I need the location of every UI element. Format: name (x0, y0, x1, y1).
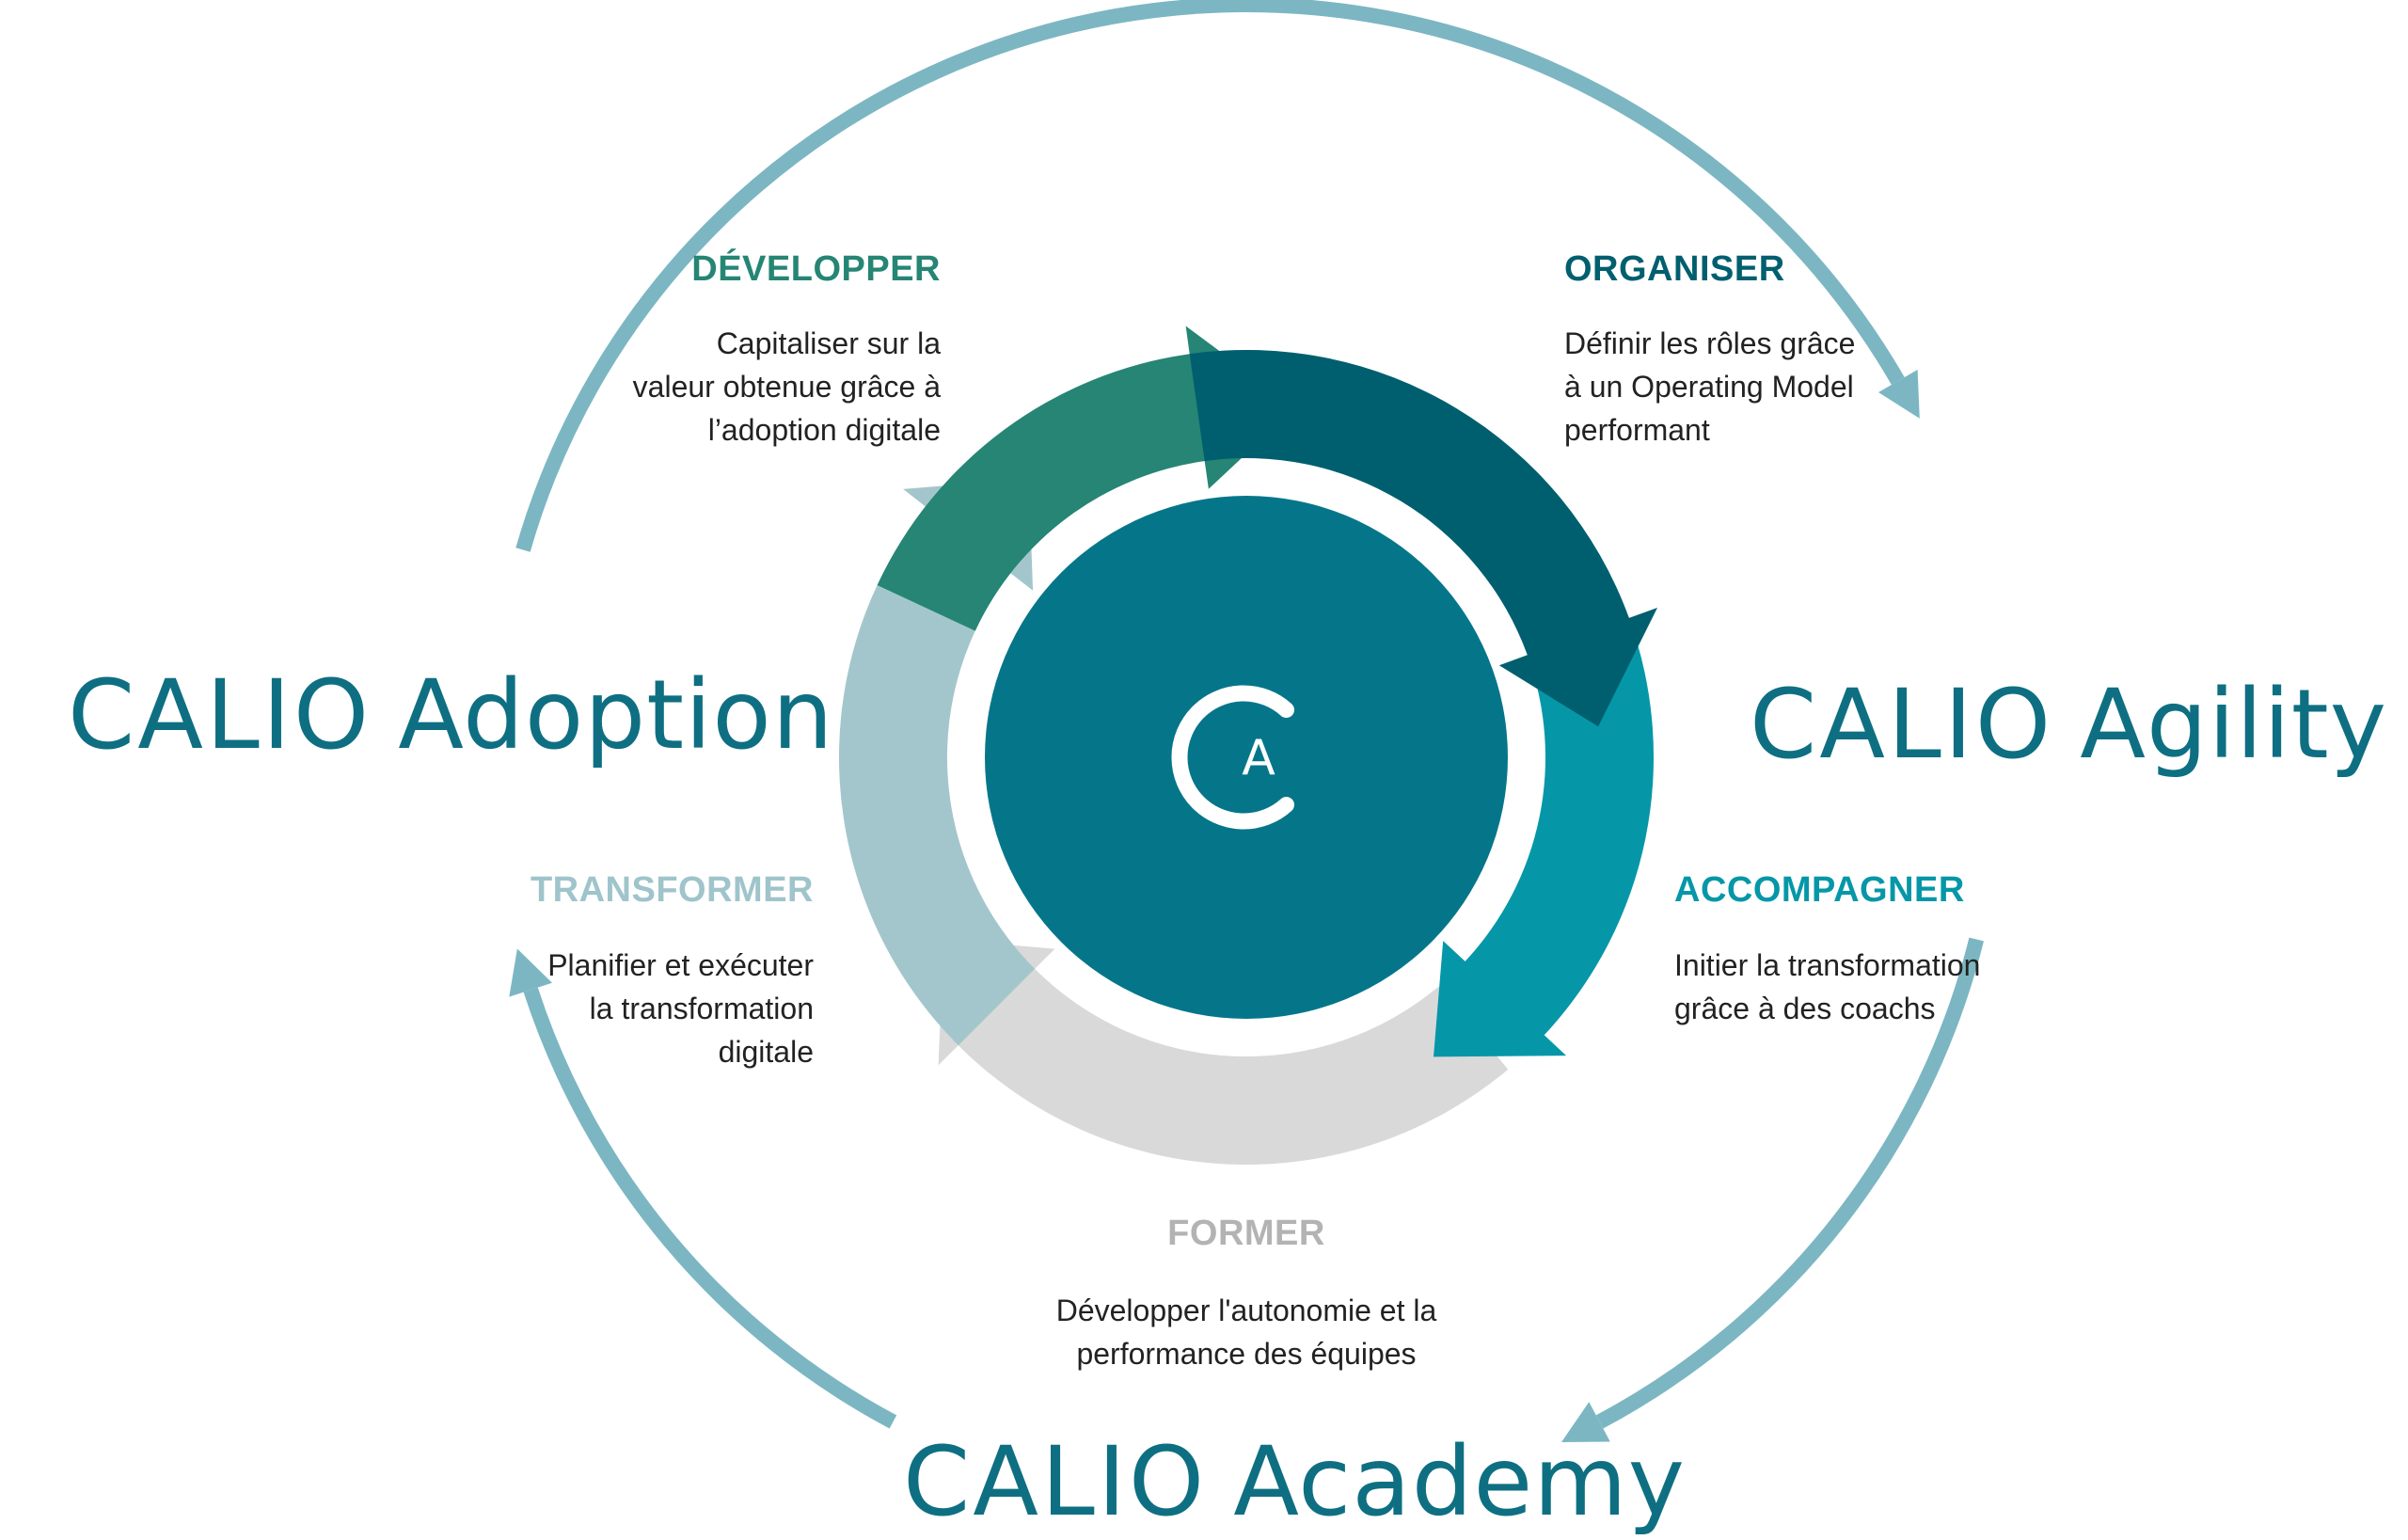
brand-calio-word: CALIO (903, 1426, 1208, 1538)
desc-line: Initier la transformation (1674, 948, 1981, 982)
step-title-organiser: ORGANISER (1564, 249, 1785, 289)
step-title-former: FORMER (1167, 1214, 1325, 1253)
brand-academy-word: Academy (1233, 1426, 1686, 1538)
brand-adoption-word: Adoption (398, 659, 834, 771)
desc-line: Définir les rôles grâce (1564, 326, 1856, 360)
brand-agility-word: Agility (2080, 669, 2388, 781)
cycle-arrow-developper (877, 325, 1296, 631)
desc-line: performance des équipes (1076, 1337, 1417, 1371)
outer-arrowhead-left (509, 948, 552, 997)
cycle-arrow-organiser (1189, 349, 1657, 727)
outer-arc-left (523, 987, 897, 1429)
desc-line: performant (1564, 413, 1710, 447)
step-desc-organiser: Définir les rôles grâce à un Operating M… (1564, 322, 1855, 452)
desc-line: Capitaliser sur la (716, 326, 941, 360)
brand-calio-word: CALIO (68, 659, 372, 771)
step-title-transformer: TRANSFORMER (530, 870, 814, 910)
outer-arrowhead-top (1878, 370, 1920, 419)
logo-letter: A (1242, 730, 1275, 786)
calio-c-logo-icon: A (1171, 685, 1294, 830)
step-desc-developper: Capitaliser sur la valeur obtenue grâce … (633, 322, 941, 452)
desc-line: valeur obtenue grâce à (632, 370, 941, 404)
outer-arrowhead-right (1561, 1402, 1610, 1442)
cycle-arrow-accompagner (1434, 617, 1655, 1057)
desc-line: digitale (718, 1035, 814, 1069)
cycle-arrow-transformer (838, 479, 1036, 1046)
desc-line: l’adoption digitale (707, 413, 941, 447)
desc-line: à un Operating Model (1564, 370, 1854, 404)
step-title-accompagner: ACCOMPAGNER (1674, 870, 1965, 910)
step-desc-transformer: Planifier et exécuter la transformation … (547, 944, 814, 1073)
center-circle (985, 496, 1508, 1019)
brand-calio-word: CALIO (1750, 669, 2054, 781)
cycle-arrow-former (938, 939, 1509, 1166)
step-desc-former: Développer l'autonomie et la performance… (964, 1289, 1529, 1375)
outer-arc-top (515, 0, 1905, 552)
desc-line: grâce à des coachs (1674, 992, 1936, 1025)
step-title-developper: DÉVELOPPER (691, 249, 941, 289)
step-desc-accompagner: Initier la transformation grâce à des co… (1674, 944, 1980, 1030)
desc-line: la transformation (589, 992, 814, 1025)
outer-arc-right (1595, 937, 1984, 1429)
desc-line: Développer l'autonomie et la (1055, 1294, 1437, 1327)
desc-line: Planifier et exécuter (547, 948, 814, 982)
